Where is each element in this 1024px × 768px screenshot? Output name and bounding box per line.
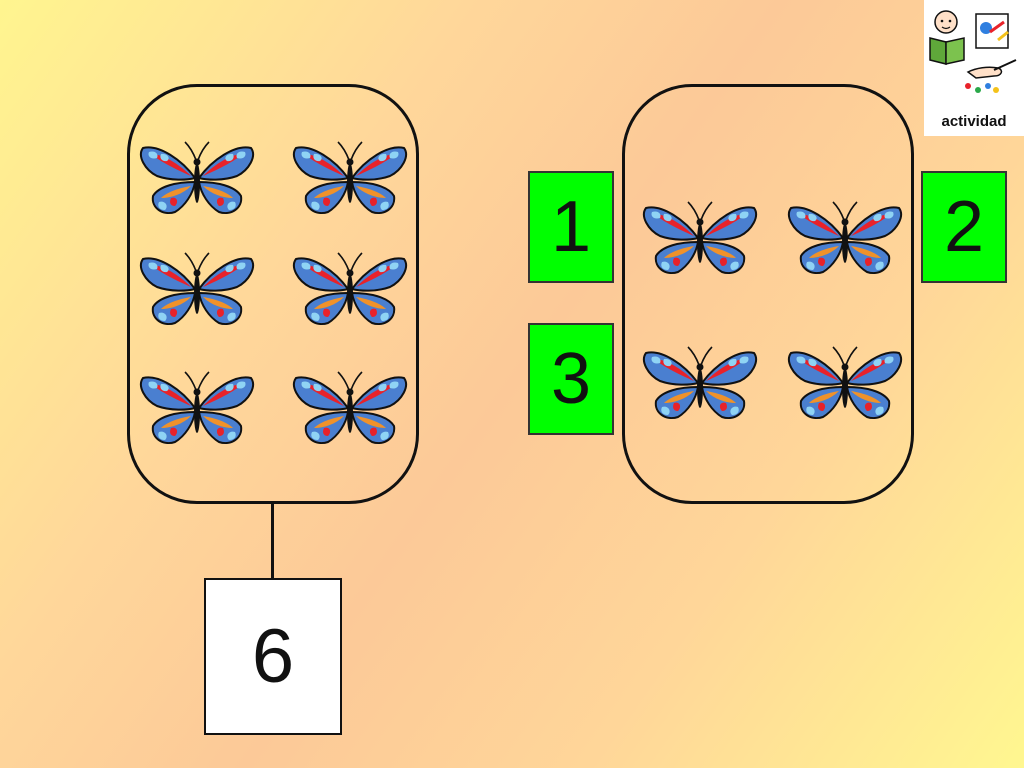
connector-line	[271, 504, 274, 580]
butterfly-icon	[290, 138, 410, 218]
answer-value: 6	[251, 614, 295, 699]
group-right-frame	[622, 84, 914, 504]
butterfly-icon	[290, 249, 410, 329]
answer-box: 6	[204, 578, 342, 735]
option-tile-3[interactable]: 3	[528, 323, 614, 435]
butterfly-icon	[290, 368, 410, 448]
activity-pictogram-icon	[929, 10, 1017, 93]
butterfly-icon	[137, 138, 257, 218]
butterfly-icon	[785, 198, 905, 278]
option-label: 2	[943, 187, 985, 267]
activity-badge: actividad	[924, 0, 1024, 136]
activity-label: actividad	[941, 113, 1007, 130]
butterfly-icon	[137, 368, 257, 448]
butterfly-icon	[640, 198, 760, 278]
option-label: 3	[550, 339, 592, 419]
option-label: 1	[550, 187, 592, 267]
group-left-frame	[127, 84, 419, 504]
option-tile-1[interactable]: 1	[528, 171, 614, 283]
butterfly-icon	[137, 249, 257, 329]
option-tile-2[interactable]: 2	[921, 171, 1007, 283]
butterfly-icon	[785, 343, 905, 423]
butterfly-icon	[640, 343, 760, 423]
